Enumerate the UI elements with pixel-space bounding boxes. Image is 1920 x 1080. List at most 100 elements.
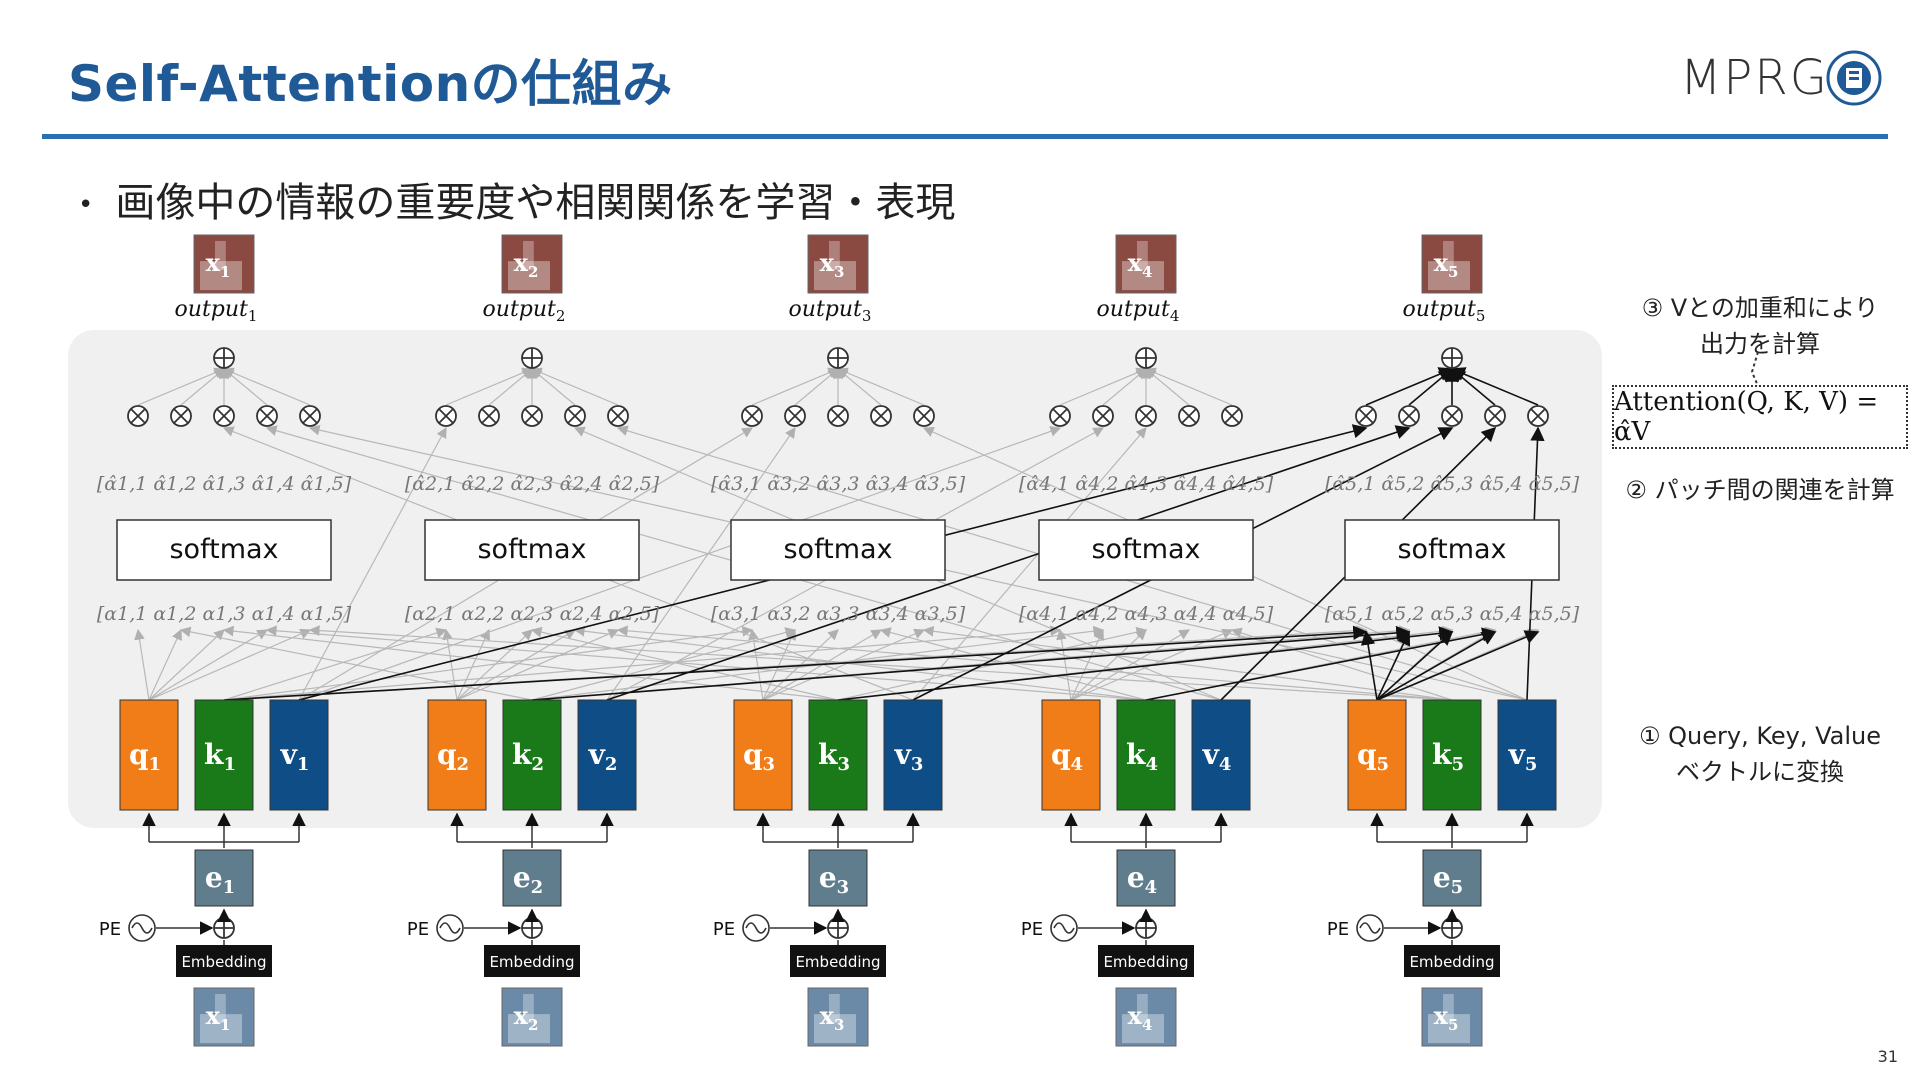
col2-value-vector-label: v2 xyxy=(588,738,618,775)
col5-embedding-label: Embedding xyxy=(1409,953,1494,971)
col1-mul-node-5 xyxy=(299,405,321,427)
q1-to-alpha1-4-arrow xyxy=(148,629,269,701)
col4-output-image-tower xyxy=(1137,241,1148,270)
col1-mul5-to-sum-arrow xyxy=(222,367,311,406)
col1-softmax-box xyxy=(116,519,332,581)
col3-mul-node-3 xyxy=(827,405,849,427)
k4-to-alpha2-arrow xyxy=(573,625,1147,701)
col1-mul4-to-sum-arrow xyxy=(223,368,268,406)
k5-to-alpha2-arrow xyxy=(616,625,1453,701)
col1-output-image-bg xyxy=(193,234,255,294)
col3-mul-node-4 xyxy=(870,405,892,427)
col3-mul-node-3-d2 xyxy=(830,408,846,424)
col1-input-image-sub: 1 xyxy=(220,1016,230,1034)
col3-output-image-bg xyxy=(807,234,869,294)
col3-input-image-sub: 3 xyxy=(834,1016,844,1034)
col1-output-image-tower xyxy=(215,241,226,270)
step3-line1: ③ Vとの加重和により xyxy=(1641,294,1879,322)
col4-output-label: output4 xyxy=(1097,297,1180,325)
university-seal-icon xyxy=(1826,50,1882,106)
col4-embedding-label: Embedding xyxy=(1103,953,1188,971)
col5-embedded-vector-label: e5 xyxy=(1433,861,1463,898)
col2-alpha-hat-row: [α̂2,1 α̂2,2 α̂2,3 α̂2,4 α̂2,5] xyxy=(405,473,660,495)
col4-output-image-bg xyxy=(1115,234,1177,294)
col3-input-image: x3 xyxy=(807,987,869,1047)
col2-embedded-vector-box xyxy=(502,849,562,907)
col3-embedding-label: Embedding xyxy=(795,953,880,971)
col2-input-image-tower xyxy=(523,994,534,1023)
q2-to-alpha2-4-arrow xyxy=(456,629,577,701)
v1-to-mul4-arrow xyxy=(298,426,1062,701)
col3-key-vector: k3 xyxy=(808,699,868,811)
col3-branch-bar xyxy=(763,841,913,848)
col5-mul-node-2 xyxy=(1398,405,1420,427)
col1-mul-node-5-d2 xyxy=(302,408,318,424)
mul5-2-to-sum5-dark-arrow xyxy=(1408,367,1454,406)
col5-output-image-sub: 5 xyxy=(1448,263,1458,281)
col5-mul-node-4-d2 xyxy=(1487,408,1503,424)
k5-to-alpha1-arrow xyxy=(308,625,1453,701)
col2-pe-label: PE xyxy=(407,919,429,940)
col2-output-image: x2 xyxy=(501,234,563,294)
col5-mul-node-1-d2 xyxy=(1358,408,1374,424)
col5-mul-node-1 xyxy=(1355,405,1377,427)
k1-to-alpha5-dark-arrow xyxy=(223,625,1368,701)
col1-output-sub: 1 xyxy=(248,307,258,325)
col1-embedded-vector-box xyxy=(194,849,254,907)
col4-embedded-vector-label: e4 xyxy=(1127,861,1157,898)
col2-input-image-building xyxy=(508,1014,550,1044)
col5-softmax-label: softmax xyxy=(1397,534,1506,565)
col5-input-image-bg xyxy=(1421,987,1483,1047)
col2-embedded-vector: e2 xyxy=(502,849,562,907)
q2-to-alpha2-1-arrow xyxy=(442,628,458,701)
q5-to-alpha5-4-dark-arrow xyxy=(1376,631,1497,701)
col4-output-image-sub: 4 xyxy=(1142,263,1152,281)
col2-query-vector-sub: 2 xyxy=(457,754,470,775)
col5-softmax-box xyxy=(1344,519,1560,581)
col5-key-vector-sub: 5 xyxy=(1451,754,1464,775)
col2-key-vector-box xyxy=(502,699,562,811)
logo-text: MPRG xyxy=(1680,50,1829,106)
col2-output-image-building xyxy=(508,261,550,291)
col4-mul-node-2-d2 xyxy=(1095,408,1111,424)
col5-embedding-box xyxy=(1404,945,1500,977)
col3-query-vector-sub: 3 xyxy=(763,754,776,775)
mprg-logo: MPRG xyxy=(1680,50,1882,110)
col2-mul-node-4 xyxy=(564,405,586,427)
col4-mul5-to-sum-arrow xyxy=(1144,367,1233,406)
col5-mul-node-3 xyxy=(1441,405,1463,427)
q1-to-alpha1-3-arrow xyxy=(148,629,225,701)
col4-mul-node-2 xyxy=(1092,405,1114,427)
step1-line2: ベクトルに変換 xyxy=(1676,758,1844,786)
q5-to-alpha5-1-dark-arrow xyxy=(1360,630,1378,701)
col2-output-image-tower xyxy=(523,241,534,270)
col3-pe-wave-curve xyxy=(745,922,767,934)
slide-title: Self-Attentionの仕組み xyxy=(68,55,673,113)
col4-embedded-vector-box xyxy=(1116,849,1176,907)
col4-query-vector-box xyxy=(1041,699,1101,811)
col1-value-vector-sub: 1 xyxy=(297,754,310,775)
col3-output-image-label: x3 xyxy=(820,248,845,281)
col3-mul-node-1-d2 xyxy=(744,408,760,424)
col4-output-image-building xyxy=(1122,261,1164,291)
col4-mul1-to-sum-arrow xyxy=(1059,367,1148,406)
col3-value-vector: v3 xyxy=(883,699,943,811)
col1-key-vector-sub: 1 xyxy=(223,754,236,775)
col2-pe-wave-curve xyxy=(439,922,461,934)
col4-mul-node-4 xyxy=(1178,405,1200,427)
col1-output-image-sub: 1 xyxy=(220,263,230,281)
col4-input-image: x4 xyxy=(1115,987,1177,1047)
col1-mul-node-4-d2 xyxy=(259,408,275,424)
col3-mul2-to-sum-arrow xyxy=(794,368,839,406)
col3-output-sub: 3 xyxy=(862,307,872,325)
col3-alpha-row: [α3,1 α3,2 α3,3 α3,4 α3,5] xyxy=(711,603,966,625)
col2-output-sub: 2 xyxy=(556,307,566,325)
col2-mul-node-1 xyxy=(435,405,457,427)
col2-output-label: output2 xyxy=(483,297,566,325)
col2-query-vector: q2 xyxy=(427,699,487,811)
col5-input-image-tower xyxy=(1443,994,1454,1023)
col2-output-image-bg xyxy=(501,234,563,294)
step1-note: ① Query, Key, Value ベクトルに変換 xyxy=(1612,718,1908,790)
col4-output-image-label: x4 xyxy=(1128,248,1153,281)
